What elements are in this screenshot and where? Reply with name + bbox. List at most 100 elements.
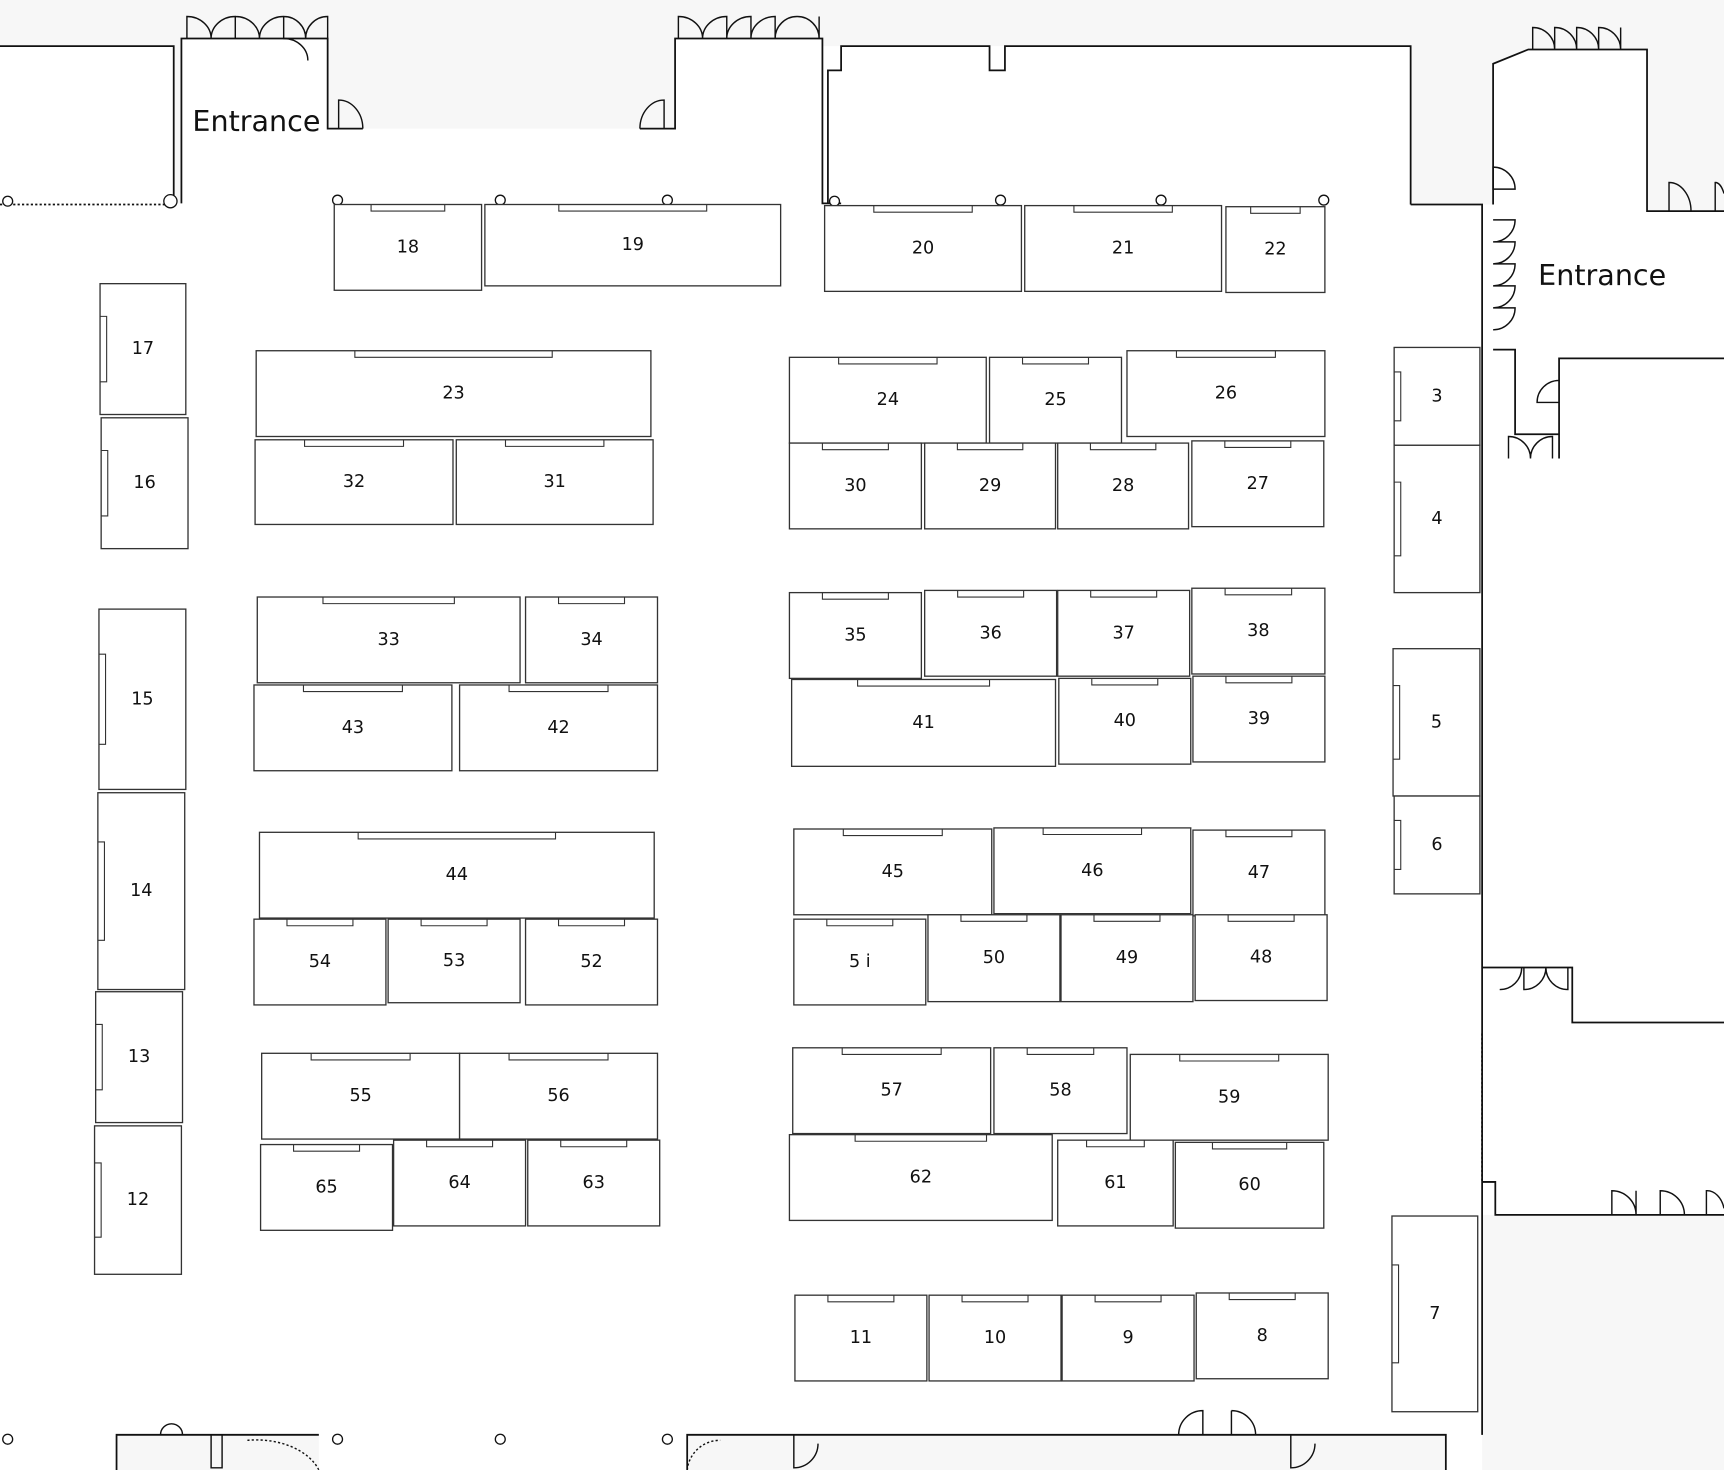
booth-outline[interactable] bbox=[1058, 677, 1192, 765]
booth-outline[interactable] bbox=[1126, 350, 1326, 438]
booth[interactable]: 29 bbox=[924, 442, 1057, 530]
booth-outline[interactable] bbox=[94, 991, 184, 1124]
booth-outline[interactable] bbox=[924, 442, 1057, 530]
booth-outline[interactable] bbox=[1194, 914, 1328, 1002]
booth-outline[interactable] bbox=[458, 684, 659, 772]
booth-outline[interactable] bbox=[258, 831, 655, 919]
booth-outline[interactable] bbox=[928, 1294, 1062, 1382]
booth[interactable]: 30 bbox=[788, 442, 923, 530]
booth[interactable]: 56 bbox=[458, 1052, 659, 1140]
booth-outline[interactable] bbox=[256, 596, 521, 684]
booth-outline[interactable] bbox=[261, 1052, 461, 1140]
booth[interactable]: 47 bbox=[1192, 829, 1326, 917]
booth[interactable]: 59 bbox=[1129, 1053, 1329, 1141]
booth-outline[interactable] bbox=[993, 827, 1192, 915]
booth-outline[interactable] bbox=[993, 1047, 1128, 1135]
booth[interactable]: 52 bbox=[524, 918, 659, 1006]
booth[interactable]: 14 bbox=[97, 792, 186, 991]
booth[interactable]: 65 bbox=[259, 1143, 394, 1231]
booth[interactable]: 44 bbox=[258, 831, 655, 919]
booth[interactable]: 8 bbox=[1195, 1292, 1329, 1380]
booth-outline[interactable] bbox=[793, 918, 927, 1006]
booth[interactable]: 7 bbox=[1391, 1215, 1479, 1413]
booth[interactable]: 37 bbox=[1057, 589, 1191, 677]
booth[interactable]: 16 bbox=[100, 417, 189, 550]
booth-outline[interactable] bbox=[788, 442, 923, 530]
booth-outline[interactable] bbox=[1191, 587, 1326, 675]
booth-outline[interactable] bbox=[255, 350, 652, 438]
booth[interactable]: 63 bbox=[527, 1139, 661, 1227]
booth-outline[interactable] bbox=[1225, 206, 1326, 294]
booth-outline[interactable] bbox=[1392, 648, 1481, 797]
booth-outline[interactable] bbox=[788, 1133, 1053, 1222]
booth-outline[interactable] bbox=[254, 439, 454, 526]
booth-outline[interactable] bbox=[253, 918, 387, 1006]
booth-outline[interactable] bbox=[333, 203, 483, 291]
booth-outline[interactable] bbox=[98, 608, 187, 791]
booth-outline[interactable] bbox=[1391, 1215, 1479, 1413]
booth[interactable]: 32 bbox=[254, 439, 454, 526]
booth-outline[interactable] bbox=[927, 914, 1061, 1003]
booth[interactable]: 17 bbox=[99, 283, 187, 416]
booth-outline[interactable] bbox=[527, 1139, 661, 1227]
booth-outline[interactable] bbox=[1192, 675, 1326, 763]
booth[interactable]: 20 bbox=[823, 204, 1023, 293]
booth[interactable]: 6 bbox=[1393, 795, 1481, 895]
booth[interactable]: 12 bbox=[93, 1125, 183, 1275]
booth-outline[interactable] bbox=[788, 356, 987, 444]
booth[interactable]: 42 bbox=[458, 684, 659, 772]
booth[interactable]: 57 bbox=[792, 1047, 992, 1135]
booth-outline[interactable] bbox=[788, 591, 923, 680]
booth-outline[interactable] bbox=[1192, 829, 1326, 917]
booth[interactable]: 34 bbox=[524, 596, 659, 684]
booth[interactable]: 55 bbox=[261, 1052, 461, 1140]
booth[interactable]: 24 bbox=[788, 356, 987, 444]
booth-outline[interactable] bbox=[1174, 1141, 1325, 1229]
booth-outline[interactable] bbox=[1024, 204, 1223, 293]
booth[interactable]: 22 bbox=[1225, 206, 1326, 294]
booth[interactable]: 45 bbox=[793, 828, 993, 916]
booth[interactable]: 28 bbox=[1057, 442, 1190, 530]
booth-outline[interactable] bbox=[988, 356, 1123, 444]
booth-outline[interactable] bbox=[1393, 346, 1481, 446]
booth[interactable]: 35 bbox=[788, 591, 923, 680]
booth-outline[interactable] bbox=[1057, 1139, 1174, 1227]
booth-outline[interactable] bbox=[97, 792, 186, 991]
booth-outline[interactable] bbox=[1057, 589, 1191, 677]
booth-outline[interactable] bbox=[792, 1047, 992, 1135]
booth[interactable]: 38 bbox=[1191, 587, 1326, 675]
booth-outline[interactable] bbox=[1393, 444, 1481, 594]
booth[interactable]: 18 bbox=[333, 203, 483, 291]
booth-outline[interactable] bbox=[455, 439, 654, 526]
booth-outline[interactable] bbox=[794, 1294, 928, 1382]
booth[interactable]: 54 bbox=[253, 918, 387, 1006]
booth-outline[interactable] bbox=[484, 203, 782, 287]
booth-outline[interactable] bbox=[1129, 1053, 1329, 1141]
booth[interactable]: 19 bbox=[484, 203, 782, 287]
booth-outline[interactable] bbox=[524, 596, 659, 684]
booth-outline[interactable] bbox=[99, 283, 187, 416]
booth[interactable]: 11 bbox=[794, 1294, 928, 1382]
booth-outline[interactable] bbox=[793, 828, 993, 916]
booth[interactable]: 64 bbox=[392, 1139, 527, 1227]
booth[interactable]: 5 i bbox=[793, 918, 927, 1006]
booth[interactable]: 60 bbox=[1174, 1141, 1325, 1229]
booth[interactable]: 23 bbox=[255, 350, 652, 438]
booth-outline[interactable] bbox=[458, 1052, 659, 1140]
booth[interactable]: 53 bbox=[387, 918, 521, 1004]
booth[interactable]: 9 bbox=[1061, 1294, 1195, 1382]
booth[interactable]: 26 bbox=[1126, 350, 1326, 438]
booth-outline[interactable] bbox=[1060, 914, 1194, 1003]
booth[interactable]: 21 bbox=[1024, 204, 1223, 293]
booth-outline[interactable] bbox=[1195, 1292, 1329, 1380]
booth[interactable]: 62 bbox=[788, 1133, 1053, 1222]
booth-outline[interactable] bbox=[259, 1143, 394, 1231]
booth-outline[interactable] bbox=[392, 1139, 527, 1227]
booth-outline[interactable] bbox=[1393, 795, 1481, 895]
booth[interactable]: 25 bbox=[988, 356, 1123, 444]
booth-outline[interactable] bbox=[790, 678, 1057, 767]
booth[interactable]: 50 bbox=[927, 914, 1061, 1003]
booth-outline[interactable] bbox=[253, 684, 453, 772]
booth[interactable]: 13 bbox=[94, 991, 184, 1124]
booth[interactable]: 15 bbox=[98, 608, 187, 791]
